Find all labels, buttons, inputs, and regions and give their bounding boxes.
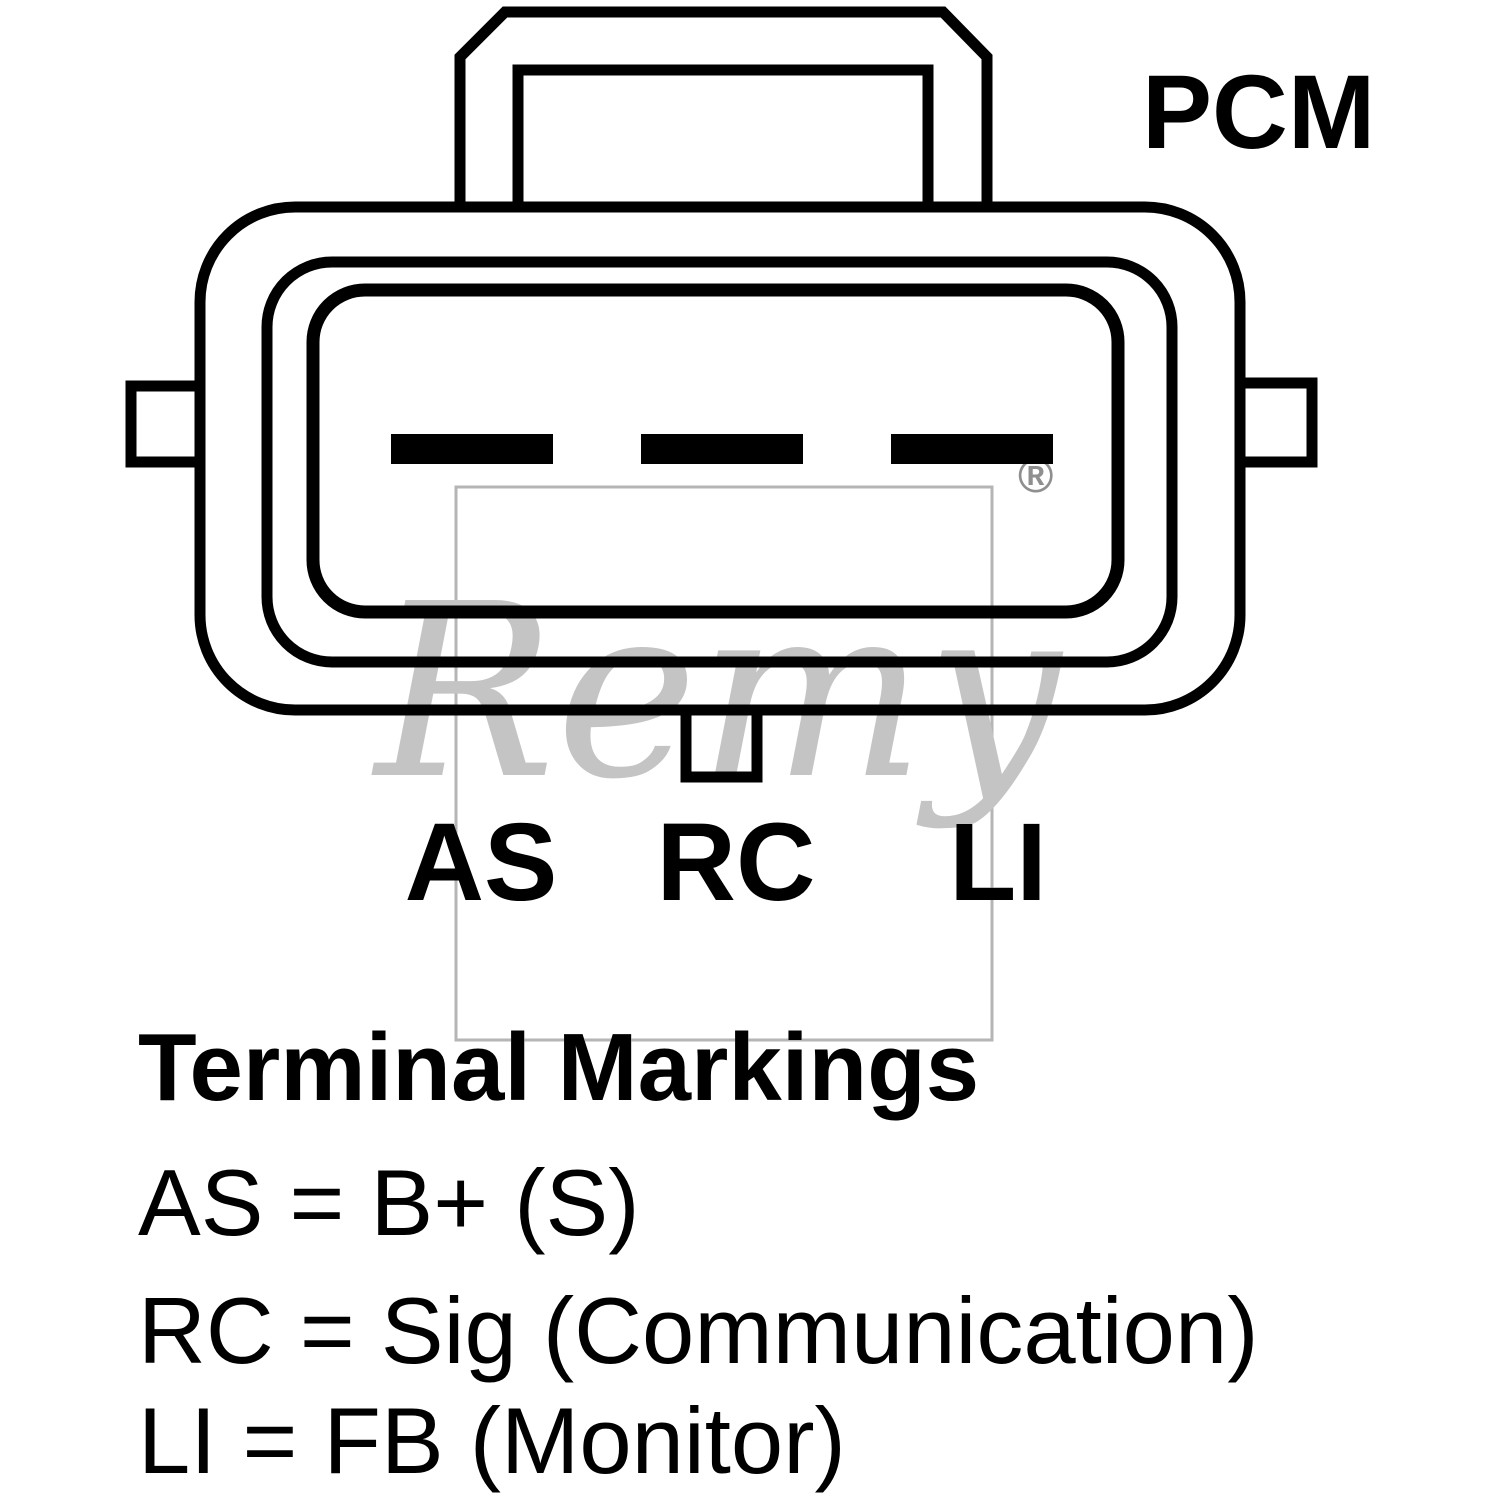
terminal-label-rc: RC — [657, 801, 816, 924]
terminal-legend: Terminal Markings AS = B+ (S) RC = Sig (… — [138, 1014, 1259, 1493]
terminal-label-li: LI — [949, 801, 1047, 924]
terminal-label-as: AS — [405, 801, 558, 924]
legend-entry-li: LI = FB (Monitor) — [138, 1388, 846, 1493]
legend-entry-as: AS = B+ (S) — [138, 1150, 640, 1255]
terminal-slot-rc — [641, 434, 803, 464]
connector-drawing — [125, 6, 1318, 783]
registered-trademark-icon: ® — [1018, 450, 1053, 503]
watermark-text: Remy — [371, 552, 1064, 832]
watermark-box — [454, 485, 994, 1042]
legend-entry-rc: RC = Sig (Communication) — [138, 1278, 1259, 1383]
legend-title: Terminal Markings — [138, 1014, 979, 1121]
pcm-label: PCM — [1142, 54, 1375, 171]
terminal-slot-as — [391, 434, 553, 464]
watermark: Remy ® — [371, 450, 1064, 1042]
terminal-slot-li — [891, 434, 1053, 464]
top-tab-inner — [512, 64, 934, 218]
